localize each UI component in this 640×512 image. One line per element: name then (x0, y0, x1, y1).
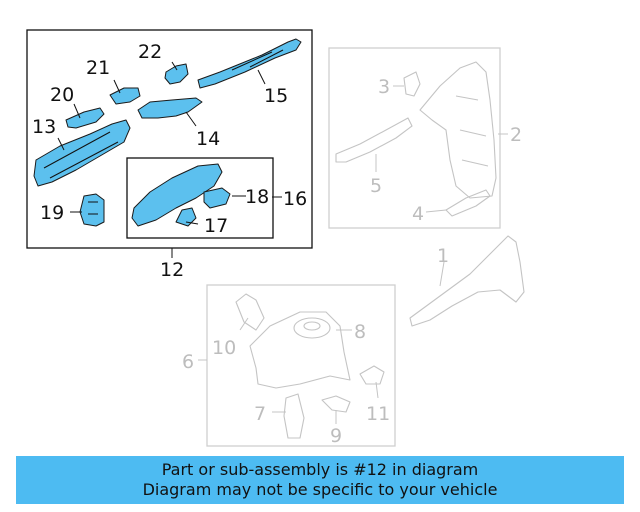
part-2-detail (455, 95, 489, 167)
part-15-upper-rail[interactable] (197, 38, 302, 89)
part-16-rail[interactable] (131, 163, 223, 227)
callout-9: 9 (330, 425, 342, 447)
callout-22: 22 (138, 41, 162, 63)
part-2-inner-panel (419, 61, 497, 199)
part-13-lower-rail[interactable] (33, 119, 131, 187)
part-13-detail (43, 131, 119, 179)
callout-5: 5 (370, 175, 382, 197)
callout-18: 18 (245, 186, 269, 208)
part-20-plate[interactable] (65, 107, 105, 129)
part-9-bracket (321, 395, 351, 413)
part-1-fender (409, 235, 525, 327)
callout-11: 11 (366, 403, 390, 425)
callout-16: 16 (283, 188, 307, 210)
banner-line-1: Part or sub-assembly is #12 in diagram (161, 460, 479, 479)
callout-2: 2 (510, 124, 522, 146)
callout-14: 14 (196, 128, 220, 150)
assembly-2-box (328, 47, 501, 229)
assembly-6-box (206, 284, 396, 447)
callout-6: 6 (182, 351, 194, 373)
part-14-extension[interactable] (137, 97, 203, 119)
part-22-bracket[interactable] (164, 63, 189, 85)
callout-13: 13 (32, 116, 56, 138)
part-3-bracket (403, 71, 421, 97)
callout-17: 17 (204, 215, 228, 237)
part-19-block[interactable] (79, 193, 105, 227)
part-11-bracket (359, 365, 385, 385)
callout-19: 19 (40, 202, 64, 224)
subassembly-16-box (126, 157, 274, 239)
part-21-bracket[interactable] (109, 87, 141, 105)
callout-1: 1 (437, 245, 449, 267)
callout-8: 8 (354, 321, 366, 343)
callout-7: 7 (254, 403, 266, 425)
part-8-strut-housing (249, 311, 351, 389)
part-19-detail (88, 201, 98, 215)
part-8-strut-top (293, 317, 331, 339)
part-5-rail (335, 117, 413, 163)
callout-10: 10 (212, 337, 236, 359)
grey-leader-lines-lower (198, 317, 379, 424)
callout-4: 4 (412, 203, 424, 225)
callout-15: 15 (264, 85, 288, 107)
part-7-bracket (283, 393, 305, 439)
part-18-bracket[interactable] (203, 187, 231, 209)
part-17-bracket[interactable] (175, 207, 197, 227)
assembly-12-box (26, 29, 313, 249)
callout-12: 12 (160, 259, 184, 281)
part-8-strut-center (303, 321, 321, 331)
dark-leader-lines (57, 61, 282, 258)
part-4-bracket (445, 189, 491, 217)
leader-1 (439, 261, 445, 287)
grey-leader-lines-upper (375, 85, 508, 213)
parts-diagram: 15 22 21 14 20 13 19 18 16 17 12 3 2 5 4… (26, 29, 525, 447)
callout-20: 20 (50, 84, 74, 106)
callout-3: 3 (378, 76, 390, 98)
part-10-bracket (235, 293, 265, 331)
part-15-detail (231, 49, 284, 71)
banner-line-2: Diagram may not be specific to your vehi… (142, 480, 498, 499)
callout-21: 21 (86, 57, 110, 79)
info-banner: Part or sub-assembly is #12 in diagram D… (16, 456, 624, 504)
